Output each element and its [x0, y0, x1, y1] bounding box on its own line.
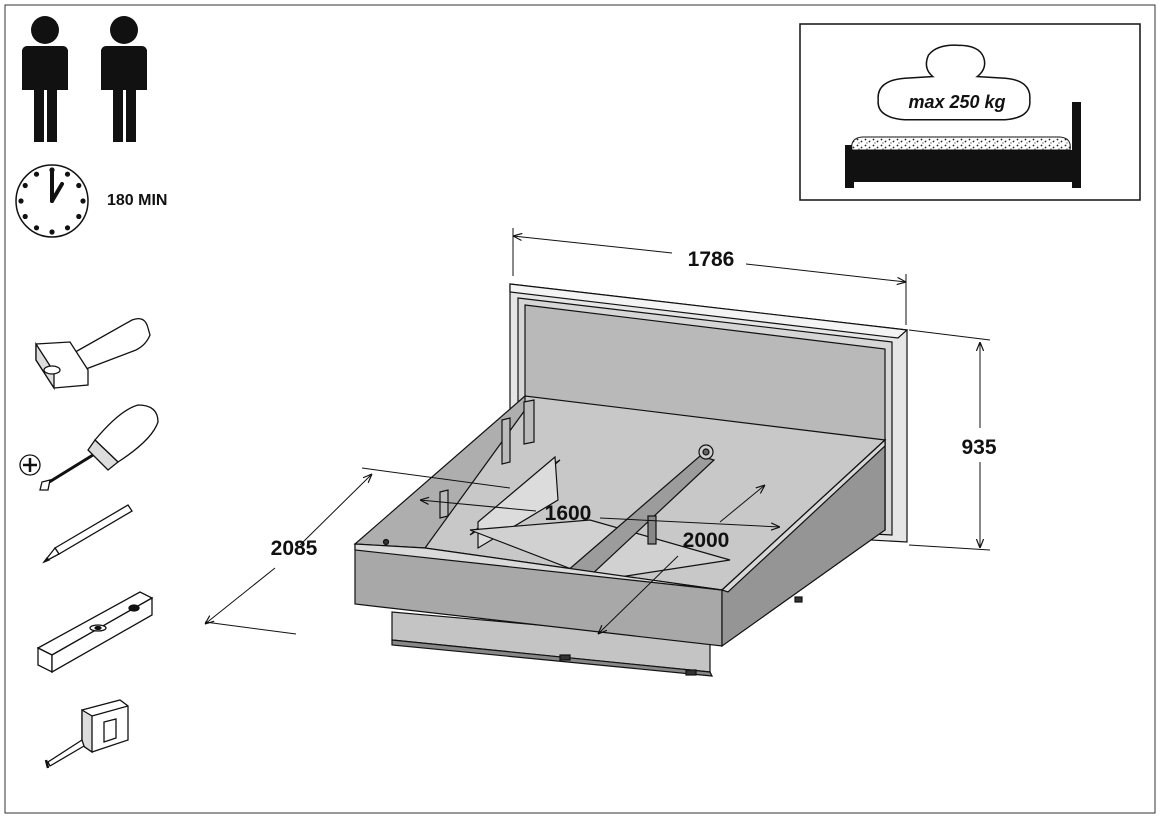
clock-hour-mark [76, 213, 82, 220]
max-load-label: max 250 kg [908, 92, 1005, 112]
page-frame [4, 4, 1156, 814]
clock-hour-mark [80, 198, 86, 204]
bed-drawing [353, 283, 909, 677]
clock-hour-mark [22, 182, 28, 189]
phillips-screwdriver-icon [19, 404, 159, 491]
spirit-level-icon [36, 591, 154, 674]
dimension-inner-width-label: 1600 [545, 502, 592, 525]
hammer-icon [35, 317, 151, 391]
dimension-width-label: 1786 [688, 248, 735, 271]
person-icon [101, 16, 147, 142]
dimension-height-label: 935 [961, 436, 996, 459]
assembly-time: 180 MIN [107, 192, 167, 209]
clock-hour-mark [33, 225, 40, 231]
clock-hour-mark [22, 213, 28, 220]
clock-hour-mark [18, 198, 24, 204]
person-icon [22, 16, 68, 142]
clock-hour-mark [76, 182, 82, 189]
clock-hour-mark [33, 171, 40, 177]
tape-measure-icon [44, 699, 129, 769]
dimension-inner-length-label: 2000 [683, 529, 730, 552]
dimension-length-label: 2085 [271, 537, 318, 560]
clock-icon [15, 164, 89, 238]
pencil-icon [42, 504, 133, 564]
dimension-lines [205, 228, 991, 634]
clock-hour-mark [49, 229, 55, 235]
clock-hour-mark [64, 225, 71, 231]
clock-hour-mark [64, 171, 71, 177]
load-limit-panel: max 250 kg [799, 23, 1141, 201]
